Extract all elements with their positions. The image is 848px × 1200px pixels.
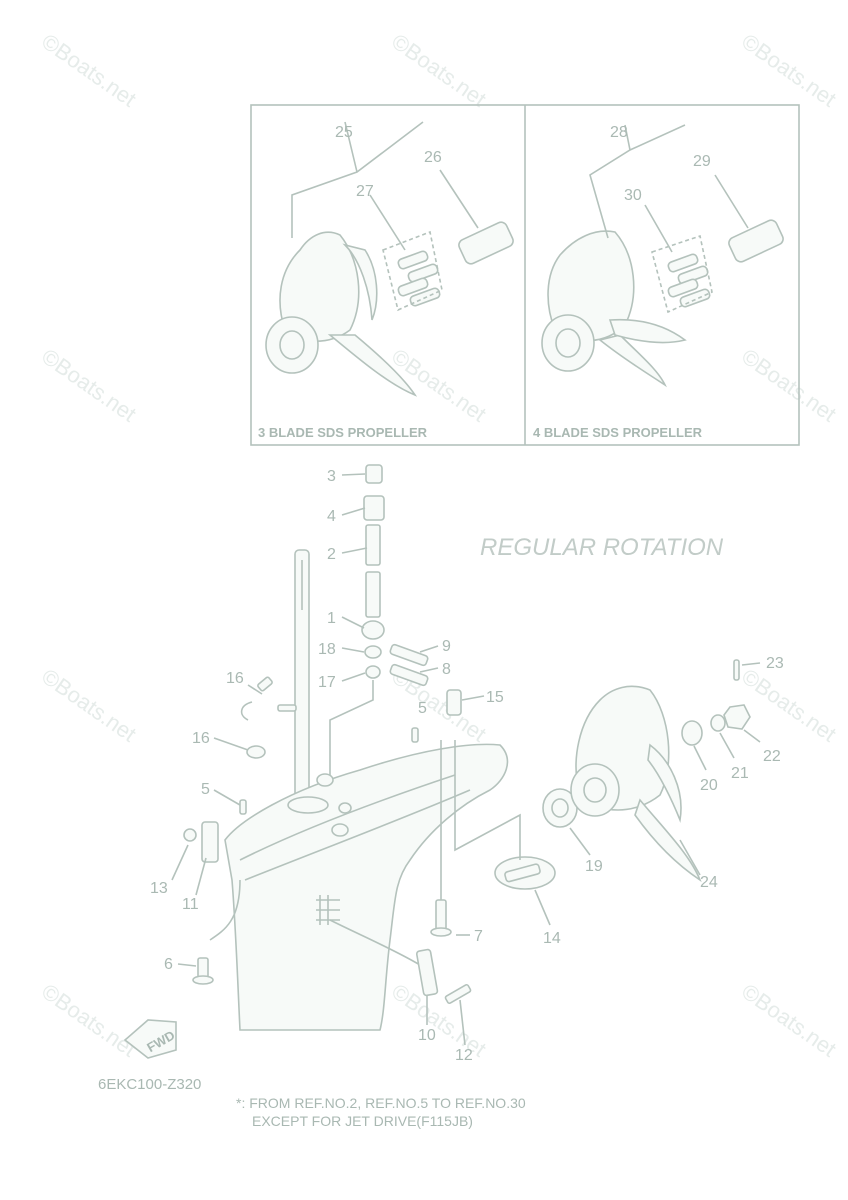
- callout-30: 30: [624, 187, 642, 204]
- callout-4: 4: [327, 508, 336, 525]
- watermark-9: ©Boats.net: [737, 664, 841, 747]
- lower-casing: [209, 743, 509, 1031]
- watermark-6: ©Boats.net: [737, 344, 841, 427]
- watermark-3: ©Boats.net: [737, 29, 841, 112]
- callout-3: 3: [327, 468, 336, 485]
- callout-11: 11: [182, 896, 199, 913]
- callout-23: 23: [766, 655, 784, 672]
- leader-lines: [171, 473, 761, 1046]
- callout-20: 20: [700, 777, 718, 794]
- callout-25: 25: [335, 124, 353, 141]
- callout-12: 12: [455, 1047, 473, 1064]
- watermark-11: ©Boats.net: [387, 979, 491, 1062]
- callout-22: 22: [763, 748, 781, 765]
- callout-6: 6: [164, 956, 173, 973]
- callout-5-lower: 5: [201, 781, 210, 798]
- misc-small-parts: [183, 643, 462, 863]
- inset-left-label: 3 BLADE SDS PROPELLER: [258, 425, 428, 440]
- callout-9: 9: [442, 638, 451, 655]
- callout-14: 14: [543, 930, 561, 947]
- part-code: 6EKC100-Z320: [98, 1076, 201, 1093]
- diagram-title: REGULAR ROTATION: [480, 534, 724, 561]
- callout-5-upper: 5: [418, 700, 427, 717]
- callout-24: 24: [700, 874, 718, 891]
- note-line-1: *: FROM REF.NO.2, REF.NO.5 TO REF.NO.30: [236, 1095, 526, 1111]
- callout-29: 29: [693, 153, 711, 170]
- callout-17: 17: [318, 674, 336, 691]
- watermark-2: ©Boats.net: [387, 29, 491, 112]
- callout-18: 18: [318, 641, 336, 658]
- note-line-2: EXCEPT FOR JET DRIVE(F115JB): [252, 1113, 473, 1129]
- callout-16-lower: 16: [192, 730, 210, 747]
- watermark-4: ©Boats.net: [37, 344, 141, 427]
- drive-shaft-assembly: [294, 464, 385, 801]
- main-propeller-assembly: [542, 659, 761, 883]
- callout-19: 19: [585, 858, 603, 875]
- watermark-10: ©Boats.net: [37, 979, 141, 1062]
- bolts-and-anodes: [192, 740, 556, 1005]
- callout-7: 7: [474, 928, 483, 945]
- callout-26: 26: [424, 149, 442, 166]
- callout-13: 13: [150, 880, 168, 897]
- callout-21: 21: [731, 765, 749, 782]
- inset-right-label: 4 BLADE SDS PROPELLER: [533, 425, 703, 440]
- callout-16-upper: 16: [226, 670, 244, 687]
- watermark-12: ©Boats.net: [737, 979, 841, 1062]
- fwd-marker: FWD: [123, 1019, 177, 1059]
- callout-2: 2: [327, 546, 336, 563]
- callout-8: 8: [442, 661, 451, 678]
- callout-28: 28: [610, 124, 628, 141]
- watermark-7: ©Boats.net: [37, 664, 141, 747]
- three-blade-propeller: [265, 121, 514, 397]
- callout-15: 15: [486, 689, 504, 706]
- callouts: 3 4 2 1 18 17 9 8 15 5 16 16 5 13 11 6 7…: [150, 124, 784, 1064]
- watermark-1: ©Boats.net: [37, 29, 141, 112]
- callout-1: 1: [327, 610, 336, 627]
- four-blade-propeller: [541, 124, 784, 388]
- callout-10: 10: [418, 1027, 436, 1044]
- callout-27: 27: [356, 183, 374, 200]
